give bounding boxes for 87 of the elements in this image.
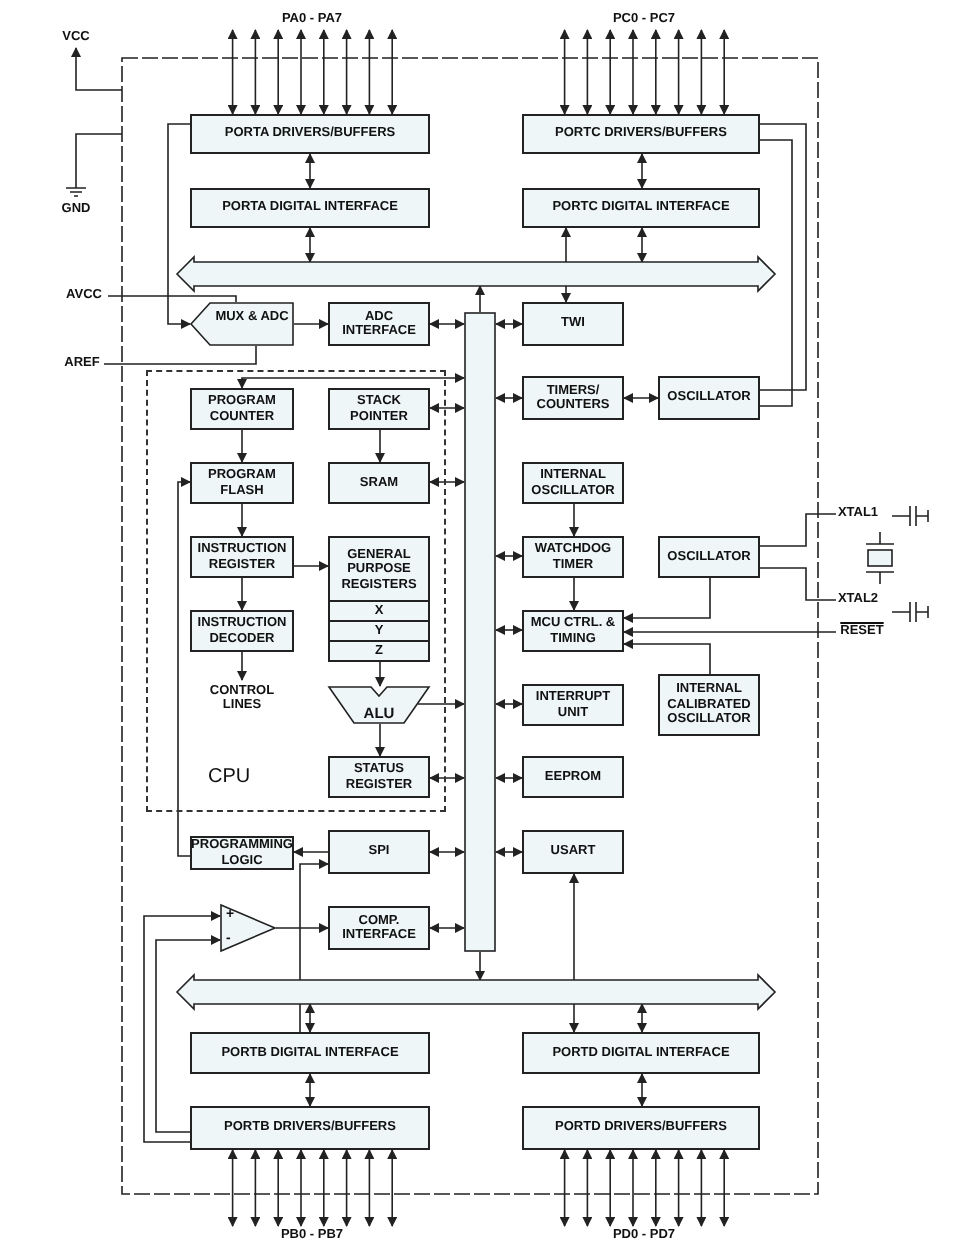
connector-arrow [275, 923, 329, 933]
connector-arrow [305, 227, 315, 263]
connector-arrow [495, 551, 523, 561]
connector-arrow [559, 29, 570, 115]
connector-arrow [429, 319, 465, 329]
connector-arrow [237, 651, 247, 681]
connector-arrow [237, 503, 247, 537]
connector-arrow [696, 1149, 707, 1227]
connector-arrow [475, 285, 485, 313]
connector-arrow [623, 393, 659, 403]
connector-arrow [167, 123, 191, 329]
connector-arrow [475, 951, 485, 981]
connector-arrow [559, 1149, 570, 1227]
connector-arrow [305, 153, 315, 189]
connector-arrow [429, 403, 465, 413]
connector-line [759, 139, 793, 407]
connector-arrow [417, 699, 465, 709]
group-title: CPU [208, 766, 251, 788]
connector-arrow [296, 1149, 306, 1227]
connector-arrow [387, 1149, 398, 1227]
connector-arrow [364, 29, 375, 115]
connector-arrow [227, 1149, 238, 1227]
connector-arrow [628, 29, 638, 115]
connector-arrow [341, 29, 352, 115]
connector-line [75, 133, 123, 185]
connector-line [759, 513, 837, 547]
connector-arrow [719, 29, 730, 115]
connector-arrow [637, 1073, 647, 1107]
connector-arrow [375, 661, 385, 687]
connector-arrow [143, 911, 221, 1143]
connector-arrow [375, 723, 385, 757]
connector-arrow [305, 1003, 315, 1033]
connector-arrow [237, 577, 247, 611]
connector-arrow [429, 773, 465, 783]
connector-arrow [364, 1149, 375, 1227]
connector-arrow [650, 1149, 661, 1227]
connector-arrow [605, 29, 616, 115]
connector-arrow [177, 477, 191, 857]
connector-arrow [227, 29, 238, 115]
connector-line [103, 345, 257, 365]
connector-arrow [673, 1149, 684, 1227]
connector-arrow [155, 935, 221, 1133]
connector-arrow [696, 29, 707, 115]
connector-arrow [673, 29, 684, 115]
connector-arrow [387, 29, 398, 115]
connector-line [759, 567, 837, 601]
connector-arrow [582, 29, 593, 115]
connector-arrow [71, 47, 123, 91]
connector-arrow [637, 1003, 647, 1033]
connector-arrow [637, 153, 647, 189]
connector-line [107, 295, 237, 303]
connector-arrow [429, 923, 465, 933]
connector-arrow [237, 373, 465, 389]
connector-arrow [637, 227, 647, 263]
connector-arrow [623, 627, 837, 637]
connector-arrow [305, 1073, 315, 1107]
connector-arrow [293, 319, 329, 329]
connector-arrow [605, 1149, 616, 1227]
connector-arrow [318, 29, 329, 115]
connector-arrow [237, 429, 247, 463]
connector-arrow [296, 29, 306, 115]
connector-arrow [375, 429, 385, 463]
connector-arrow [623, 577, 711, 623]
connector-arrow [273, 29, 284, 115]
connector-arrow [569, 577, 579, 611]
connector-arrow [341, 1149, 352, 1227]
connector-arrow [495, 773, 523, 783]
connector-arrow [495, 625, 523, 635]
connector-arrow [495, 319, 523, 329]
connector-arrow [719, 1149, 730, 1227]
connector-arrow [250, 1149, 261, 1227]
connector-arrow [495, 699, 523, 709]
connector-arrow [250, 29, 261, 115]
connector-arrow [273, 1149, 284, 1227]
connector-arrow [293, 847, 329, 857]
connector-arrow [623, 639, 711, 675]
connector-arrow [293, 561, 329, 571]
connector-arrow [495, 393, 523, 403]
connector-arrow [628, 1149, 638, 1227]
connector-arrow [650, 29, 661, 115]
connector-arrow [429, 477, 465, 487]
connector-arrow [582, 1149, 593, 1227]
connector-arrow [318, 1149, 329, 1227]
connector-arrow [569, 503, 579, 537]
connector-arrow [495, 847, 523, 857]
connector-line [759, 123, 807, 391]
connector-arrow [429, 847, 465, 857]
